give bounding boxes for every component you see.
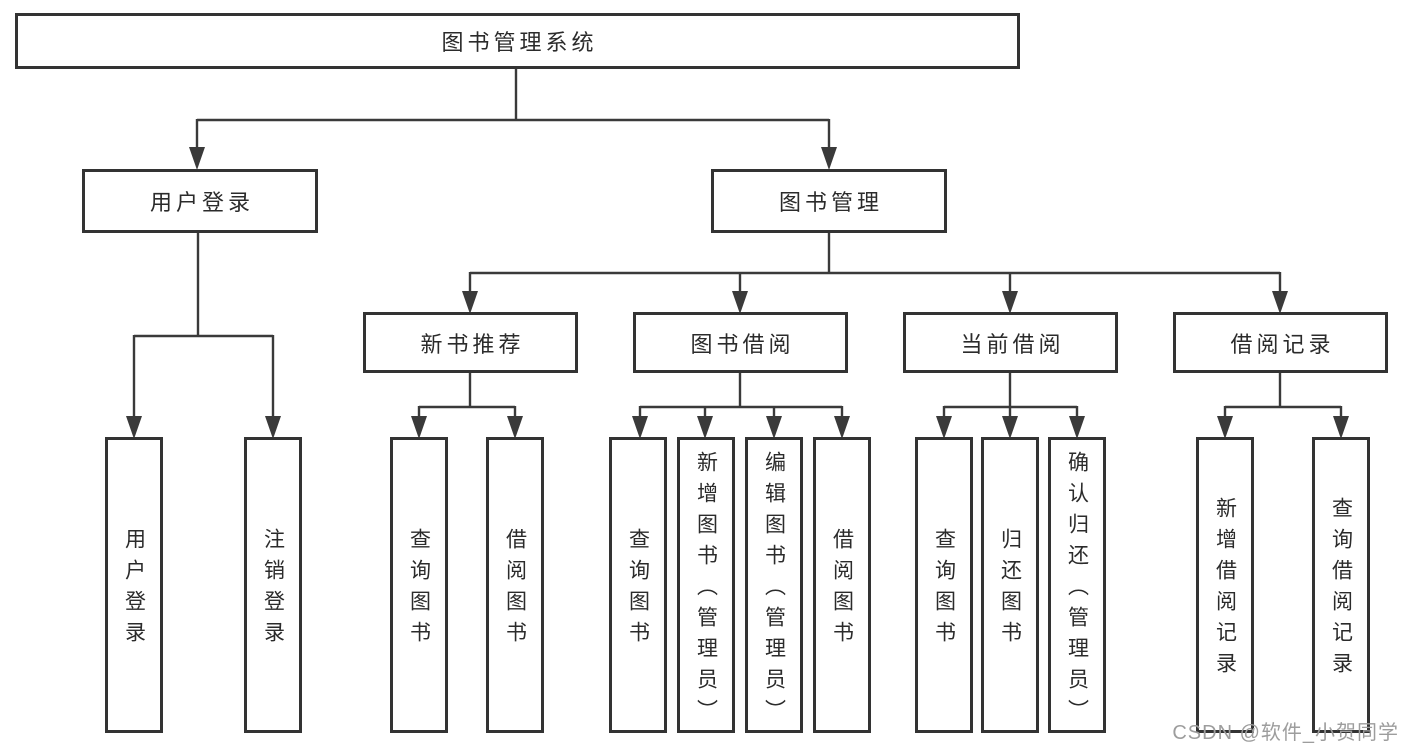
node-label: 编辑图书（管理员）: [762, 450, 786, 730]
node-current-borrow: 当前借阅: [903, 312, 1118, 373]
node-label: 新增图书（管理员）: [694, 450, 718, 730]
watermark: CSDN @软件_小贺同学: [1172, 722, 1399, 744]
node-label: 确认归还（管理员）: [1065, 450, 1089, 730]
node-user-login: 用户登录: [82, 169, 318, 233]
node-label: 借阅记录: [1230, 331, 1335, 357]
leaf-edit-books-admin: 编辑图书（管理员）: [745, 437, 803, 733]
node-label: 当前借阅: [960, 331, 1065, 357]
node-label: 用户登录: [122, 528, 146, 652]
leaf-confirm-return-admin: 确认归还（管理员）: [1048, 437, 1106, 733]
connector-records-to-leaves: [1223, 372, 1343, 420]
node-label: 注销登录: [261, 528, 285, 652]
leaf-query-books-current: 查询图书: [915, 437, 973, 733]
connector-newbook-to-leaves: [417, 372, 517, 420]
node-label: 图书管理系统: [441, 30, 598, 55]
node-label: 查询借阅记录: [1329, 497, 1353, 683]
connector-userlogin-to-leaves: [132, 231, 275, 419]
leaf-query-books-recommend: 查询图书: [390, 437, 448, 733]
connector-root-to-level2: [195, 68, 831, 150]
node-book-borrow: 图书借阅: [633, 312, 848, 373]
node-label: 借阅图书: [830, 528, 854, 652]
node-label: 新书推荐: [420, 331, 525, 357]
node-label: 查询图书: [407, 528, 431, 652]
node-label: 借阅图书: [503, 528, 527, 652]
node-label: 图书管理: [778, 190, 883, 215]
leaf-add-books-admin: 新增图书（管理员）: [677, 437, 735, 733]
leaf-borrow-books-recommend: 借阅图书: [486, 437, 544, 733]
node-label: 用户登录: [149, 190, 254, 215]
node-label: 查询图书: [932, 528, 956, 652]
node-borrow-records: 借阅记录: [1173, 312, 1388, 373]
leaf-add-borrow-record: 新增借阅记录: [1196, 437, 1254, 733]
node-label: 归还图书: [998, 528, 1022, 652]
leaf-borrow-books: 借阅图书: [813, 437, 871, 733]
connector-bookmgmt-to-level3: [468, 231, 1282, 294]
leaf-return-books: 归还图书: [981, 437, 1039, 733]
leaf-query-books-borrow: 查询图书: [609, 437, 667, 733]
node-label: 新增借阅记录: [1213, 497, 1237, 683]
leaf-logout: 注销登录: [244, 437, 302, 733]
arrowheads: [126, 147, 1349, 439]
leaf-query-borrow-record: 查询借阅记录: [1312, 437, 1370, 733]
connector-current-to-leaves: [942, 372, 1079, 420]
node-book-management: 图书管理: [711, 169, 947, 233]
node-new-book-recommend: 新书推荐: [363, 312, 578, 373]
connector-borrow-to-leaves: [638, 372, 844, 420]
node-label: 查询图书: [626, 528, 650, 652]
node-library-system: 图书管理系统: [15, 13, 1020, 69]
leaf-user-login: 用户登录: [105, 437, 163, 733]
node-label: 图书借阅: [690, 331, 795, 357]
